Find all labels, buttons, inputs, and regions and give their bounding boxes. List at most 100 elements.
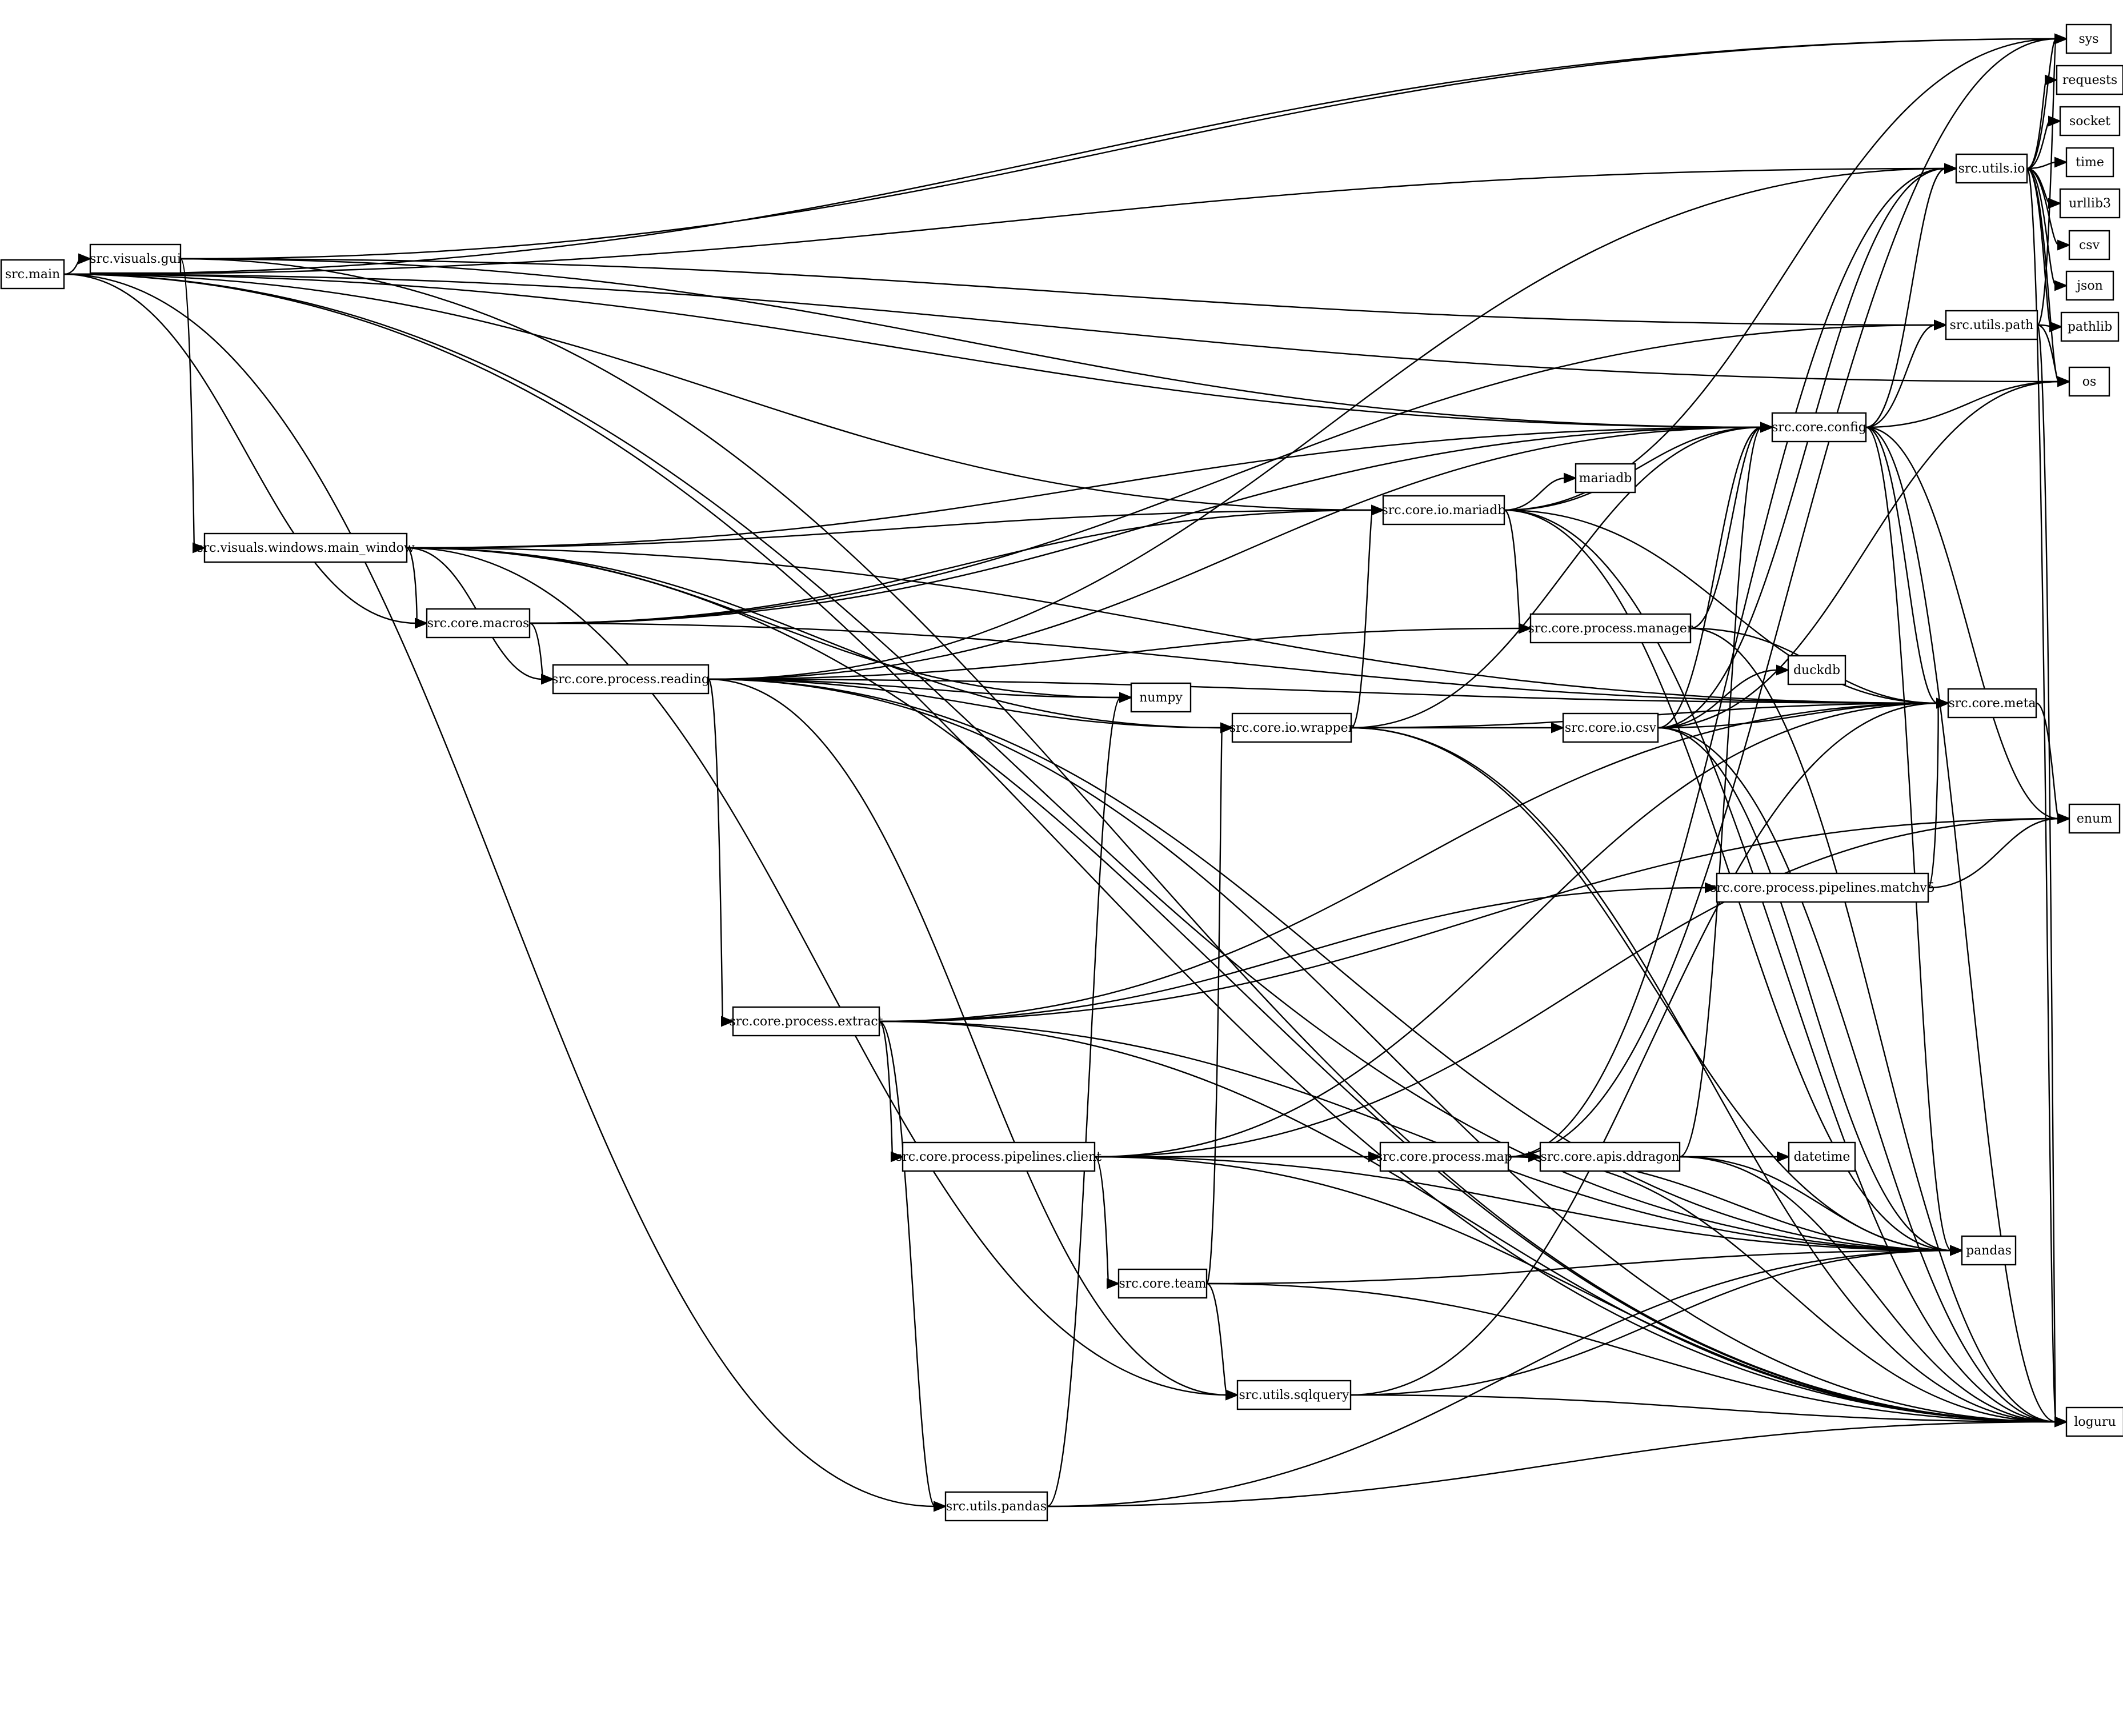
edge-src_utils_pandas-to-numpy <box>1047 692 1133 1508</box>
node-os: os <box>2068 366 2110 397</box>
arrowhead-icon <box>2048 198 2062 209</box>
edge-line <box>1657 426 1763 729</box>
edge-src_visuals_gui-to-src_visuals_windows_main_window <box>179 258 206 554</box>
arrowhead-icon <box>1564 472 1577 484</box>
node-label: src.core.process.pipelines.matchv5 <box>1710 881 1934 895</box>
edge-line <box>2036 38 2057 326</box>
edge-line <box>1657 702 1938 729</box>
node-label: src.core.process.extract <box>729 1015 883 1029</box>
edge-src_core_config-to-src_core_meta <box>1865 426 1950 709</box>
node-json: json <box>2065 270 2114 301</box>
edge-line <box>529 324 1936 624</box>
edge-line <box>708 678 1938 704</box>
edge-src_core_io_csv-to-src_core_config <box>1657 422 1774 729</box>
edge-src_core_process_pipelines_matchv5-to-enum <box>1928 813 2071 889</box>
node-box <box>2056 65 2123 95</box>
edge-line <box>1206 1282 2057 1423</box>
edge-line <box>180 38 2057 260</box>
node-label: src.core.macros <box>427 616 530 631</box>
edge-line <box>63 273 2057 1423</box>
node-label: pandas <box>1966 1244 2012 1258</box>
node-socket: socket <box>2059 106 2121 137</box>
edge-src_utils_path-to-loguru <box>2036 324 2068 1428</box>
node-box <box>1771 412 1867 443</box>
edge-line <box>1508 167 1946 1158</box>
edge-src_visuals_gui-to-sys <box>180 33 2068 260</box>
arrowhead-icon <box>1944 163 1958 174</box>
node-label: src.utils.pandas <box>946 1500 1047 1514</box>
edge-src_core_io_mariadb-to-src_core_config <box>1504 422 1774 511</box>
node-label: src.core.io.csv <box>1565 721 1657 735</box>
edge-line <box>1690 627 2057 1423</box>
edge-line <box>529 622 544 680</box>
node-label: src.core.config <box>1772 420 1866 435</box>
arrowhead-icon <box>193 542 206 554</box>
node-label: os <box>2082 375 2097 389</box>
edge-line <box>1206 1282 1228 1396</box>
arrowhead-icon <box>2057 376 2071 387</box>
edge-line <box>1047 1421 2057 1508</box>
edge-src_core_config-to-enum <box>1865 426 2071 824</box>
edge-src_core_process_extract-to-src_utils_pandas <box>879 1020 947 1512</box>
edge-src_visuals_gui-to-src_core_config <box>180 258 1774 433</box>
edge-src_core_config-to-src_utils_io <box>1865 163 1958 428</box>
edge-src_core_process_extract-to-enum <box>879 813 2071 1023</box>
edge-line <box>529 509 1373 624</box>
node-box <box>552 664 710 695</box>
edge-line <box>708 426 1763 680</box>
edge-line <box>1504 509 1521 630</box>
edge-line <box>406 547 2057 1423</box>
edge-src_utils_io-to-sys <box>2026 33 2068 170</box>
nodes: src.mainsrc.visuals.guisrc.visuals.windo… <box>0 23 2123 1522</box>
edge-src_core_macros-to-src_core_process_reading <box>529 622 555 685</box>
edge-src_utils_io-to-socket <box>2026 115 2062 170</box>
node-src-utils-path: src.utils.path <box>1945 310 2038 340</box>
edge-line <box>1351 727 1952 1252</box>
edge-line <box>1094 1156 1952 1252</box>
edge-line <box>1206 1249 1952 1285</box>
edge-src_main-to-loguru <box>63 273 2068 1428</box>
edge-src_main-to-src_utils_pandas <box>63 273 947 1512</box>
edge-src_core_macros-to-src_utils_path <box>529 319 1948 624</box>
node-urllib3: urllib3 <box>2059 188 2121 219</box>
edges <box>63 33 2071 1512</box>
edge-src_core_config-to-src_utils_path <box>1865 319 1948 428</box>
node-numpy: numpy <box>1130 682 1192 713</box>
edge-line <box>529 622 1938 704</box>
edge-src_main-to-src_utils_io <box>63 163 1958 275</box>
edge-line <box>1679 1156 1952 1252</box>
node-box <box>1231 712 1352 743</box>
node-label: src.main <box>5 267 60 282</box>
node-csv: csv <box>2068 230 2110 260</box>
node-box <box>2065 270 2114 301</box>
edge-line <box>1094 702 1938 1158</box>
edge-src_main-to-src_core_config <box>63 273 1774 433</box>
node-src-core-io-wrapper: src.core.io.wrapper <box>1229 712 1355 743</box>
node-sys: sys <box>2065 23 2112 54</box>
node-box <box>1130 682 1192 713</box>
edge-line <box>63 273 2060 383</box>
node-label: enum <box>2077 812 2112 826</box>
edge-src_core_io_mariadb-to-src_core_process_manager <box>1504 509 1532 634</box>
edge-src_utils_path-to-sys <box>2036 33 2068 326</box>
edge-src_core_io_wrapper-to-src_core_io_mariadb <box>1351 504 1385 729</box>
edge-line <box>1351 426 1763 729</box>
edge-line <box>1657 727 1952 1252</box>
node-box <box>2068 230 2110 260</box>
arrowhead-icon <box>934 1501 947 1512</box>
edge-line <box>1094 817 2060 1158</box>
edge-src_core_process_map-to-sys <box>1508 33 2068 1158</box>
node-label: json <box>2075 279 2103 293</box>
edge-line <box>406 547 1938 704</box>
edge-src_core_meta-to-enum <box>2036 702 2071 824</box>
edge-line <box>180 258 2057 1423</box>
edge-line <box>1205 727 1223 1285</box>
edge-src_core_team-to-src_utils_sqlquery <box>1206 1282 1239 1401</box>
node-src-core-io-csv: src.core.io.csv <box>1562 712 1659 743</box>
node-box <box>89 243 182 274</box>
arrowhead-icon <box>1368 1151 1382 1162</box>
edge-line <box>878 1020 894 1158</box>
edge-src_utils_path-to-os <box>2037 324 2071 387</box>
arrowhead-icon <box>2048 115 2062 127</box>
node-src-utils-pandas: src.utils.pandas <box>944 1491 1048 1522</box>
